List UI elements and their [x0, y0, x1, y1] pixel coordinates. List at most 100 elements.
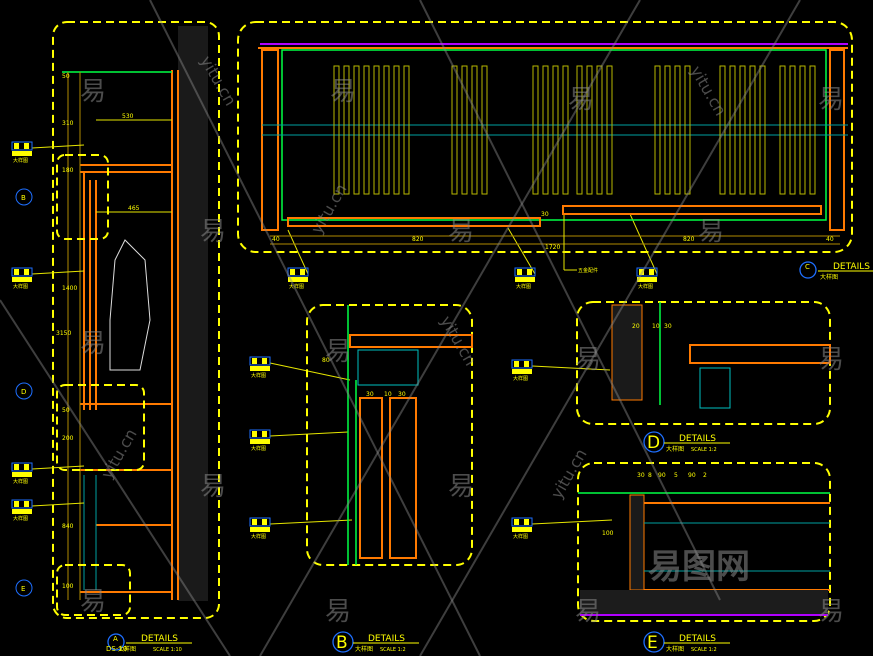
marker-label: B	[21, 194, 26, 202]
material-tag-label: 大样图	[513, 533, 528, 540]
marker-label: D	[21, 388, 26, 396]
hanger-bar	[586, 65, 593, 195]
detail-letter: A	[113, 635, 118, 643]
dim-text: 30	[541, 211, 549, 218]
hanger-bar	[729, 65, 736, 195]
material-tag: 大样图	[249, 517, 353, 540]
hanger-bar	[403, 65, 410, 195]
hanger-bar	[532, 65, 539, 195]
material-tag: 大样图	[11, 499, 85, 522]
hanger-bar	[739, 65, 746, 195]
material-tag: 大样图	[287, 229, 309, 290]
hanger-bars	[333, 65, 816, 195]
material-tag-label: 大样图	[289, 283, 304, 290]
material-tag-label: 大样图	[251, 445, 266, 452]
hanger-bar	[606, 65, 613, 195]
hanger-bar	[596, 65, 603, 195]
dim-text: 100	[62, 583, 74, 590]
detail-letter: E	[647, 633, 658, 653]
material-tag: 大样图	[511, 359, 611, 382]
dim-text: 310	[62, 120, 74, 127]
detail-title-text: DETAILS	[833, 262, 870, 272]
detail-letter: D	[647, 433, 660, 453]
dim-text: 8	[648, 472, 652, 479]
detail-subtitle: 大样图	[666, 445, 684, 453]
marker-label: E	[21, 585, 25, 593]
hanger-bar	[481, 65, 488, 195]
material-tag: 大样图	[11, 267, 85, 290]
dim-text: 530	[122, 113, 134, 120]
detail-scale: SCALE 1:2	[380, 647, 406, 653]
hanger-bar	[471, 65, 478, 195]
dim-text: 90	[688, 472, 696, 479]
watermark-char: 易	[818, 345, 844, 375]
hanger-bar	[654, 65, 661, 195]
watermark-char: 易	[698, 217, 724, 247]
dim-text: 20	[632, 323, 640, 330]
dim-text: 50	[62, 407, 70, 414]
dim-text: 30	[366, 391, 374, 398]
detail-title-text: DETAILS	[679, 434, 716, 444]
dim-text: 3150	[56, 330, 71, 337]
material-tag: 大样图	[249, 429, 349, 452]
watermark-char: 易	[568, 85, 594, 115]
material-tag: 大样图	[11, 462, 85, 485]
material-tag: 大样图	[507, 227, 536, 290]
watermark-site: yitu.cn	[307, 180, 351, 237]
hanger-bar	[451, 65, 458, 195]
material-tag-label: 大样图	[516, 283, 531, 290]
detail-title-text: DETAILS	[679, 634, 716, 644]
detail-subtitle: 大样图	[820, 273, 838, 281]
hanger-bar	[759, 65, 766, 195]
detail-subtitle: 大样图	[666, 645, 684, 653]
detail-title-text: DETAILS	[368, 634, 405, 644]
detail-a-drawing: 50 310 530 180 465 1400 3150 50 200 840 …	[15, 21, 220, 619]
watermark-char: 易	[330, 77, 356, 107]
detail-scale: SCALE 1:2	[691, 647, 717, 653]
watermark-char: 易	[80, 77, 106, 107]
hanger-bar	[719, 65, 726, 195]
dim-text: 10	[384, 391, 392, 398]
hanger-bar	[393, 65, 400, 195]
hanger-bar	[383, 65, 390, 195]
material-tag-label: 大样图	[13, 515, 28, 522]
hanger-bar	[363, 65, 370, 195]
callout-note: 五金配件	[578, 267, 598, 274]
detail-b-drawing: 80 30 10 30	[306, 304, 473, 566]
material-tag-label: 大样图	[13, 157, 28, 164]
hanger-bar	[749, 65, 756, 195]
material-tag: 大样图	[511, 517, 613, 540]
watermark-char: 易	[448, 217, 474, 247]
material-tag: 大样图	[11, 141, 85, 164]
dim-text: 1400	[62, 285, 77, 292]
detail-d-drawing: 20 10 30	[576, 301, 831, 425]
dim-text: 820	[412, 236, 424, 243]
hanger-bar	[809, 65, 816, 195]
watermark-char: 易	[200, 472, 226, 502]
watermark-char: 易	[575, 345, 601, 375]
watermark-logo: 易图网	[648, 547, 750, 587]
detail-subtitle: 大样图	[355, 645, 373, 653]
dim-text: 840	[62, 523, 74, 530]
material-tags: 大样图大样图大样图大样图大样图大样图大样图大样图大样图大样图大样图大样图	[11, 141, 658, 540]
hanger-bar	[461, 65, 468, 195]
dim-text: 30	[637, 472, 645, 479]
watermark-char: 易	[200, 217, 226, 247]
material-tag-label: 大样图	[13, 283, 28, 290]
watermark-char: 易	[80, 587, 106, 617]
dim-text: 30	[664, 323, 672, 330]
dim-text: 5	[674, 472, 678, 479]
hanger-bar	[684, 65, 691, 195]
material-tag-label: 大样图	[13, 478, 28, 485]
watermark: 易图网 易 易 易 易 易 易 易 易 易 易 易 易 易 易 易 易 易 yi…	[0, 0, 844, 656]
hanger-bar	[789, 65, 796, 195]
watermark-char: 易	[575, 597, 601, 627]
hanger-bar	[674, 65, 681, 195]
dim-text: 90	[658, 472, 666, 479]
